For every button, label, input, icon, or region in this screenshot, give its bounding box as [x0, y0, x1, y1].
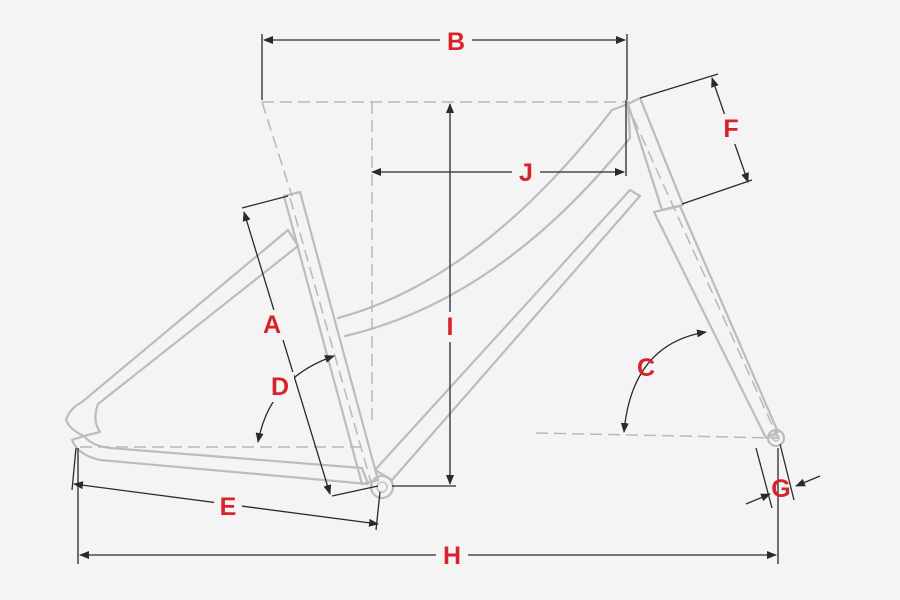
label-h-bg: [436, 540, 468, 570]
dimension-g-arrow-left: [745, 493, 771, 505]
dimension-a-ext-top: [241, 195, 289, 209]
label-j: J: [519, 159, 533, 187]
label-d-bg: [266, 372, 294, 402]
label-e-bg: [214, 492, 242, 522]
seat-stay: [64, 228, 300, 438]
dimension-labels: B J I A D E H F C G: [214, 26, 791, 570]
label-i: I: [447, 313, 454, 341]
seat-tube-axis-line: [289, 197, 373, 487]
chain-stay: [70, 434, 370, 486]
head-tube-axis-line: [625, 101, 779, 439]
dimension-f-ext-bottom: [681, 179, 753, 205]
label-g: G: [771, 475, 790, 503]
seat-tube-extension-line: [261, 101, 293, 197]
dimension-g-ext-right: [779, 443, 795, 501]
label-b-bg: [440, 26, 472, 54]
dimension-g-arrow-right: [795, 475, 821, 487]
ground-reference-line: [535, 432, 779, 439]
reference-lines: [80, 101, 779, 487]
label-c: C: [637, 354, 655, 382]
label-a-bg: [260, 310, 288, 340]
bike-frame: [64, 96, 786, 500]
label-i-bg: [440, 312, 460, 342]
label-f-bg: [718, 114, 746, 144]
label-a: A: [263, 311, 281, 339]
label-e: E: [220, 493, 237, 521]
dimension-f-ext-top: [639, 73, 719, 99]
seat-tube: [282, 190, 380, 486]
head-tube: [626, 96, 685, 212]
bottom-bracket-inner: [376, 481, 388, 493]
label-j-bg: [512, 158, 540, 186]
front-dropout: [766, 428, 786, 448]
down-tube: [373, 188, 642, 482]
label-b: B: [447, 28, 465, 56]
label-d: D: [271, 373, 289, 401]
dimension-a-line: [242, 211, 332, 495]
top-tube: [336, 102, 632, 338]
dimension-c-arc: [620, 329, 707, 433]
dimension-e-ext-left: [71, 447, 77, 491]
label-f: F: [723, 115, 738, 143]
fork: [652, 204, 780, 440]
label-h: H: [443, 542, 461, 570]
